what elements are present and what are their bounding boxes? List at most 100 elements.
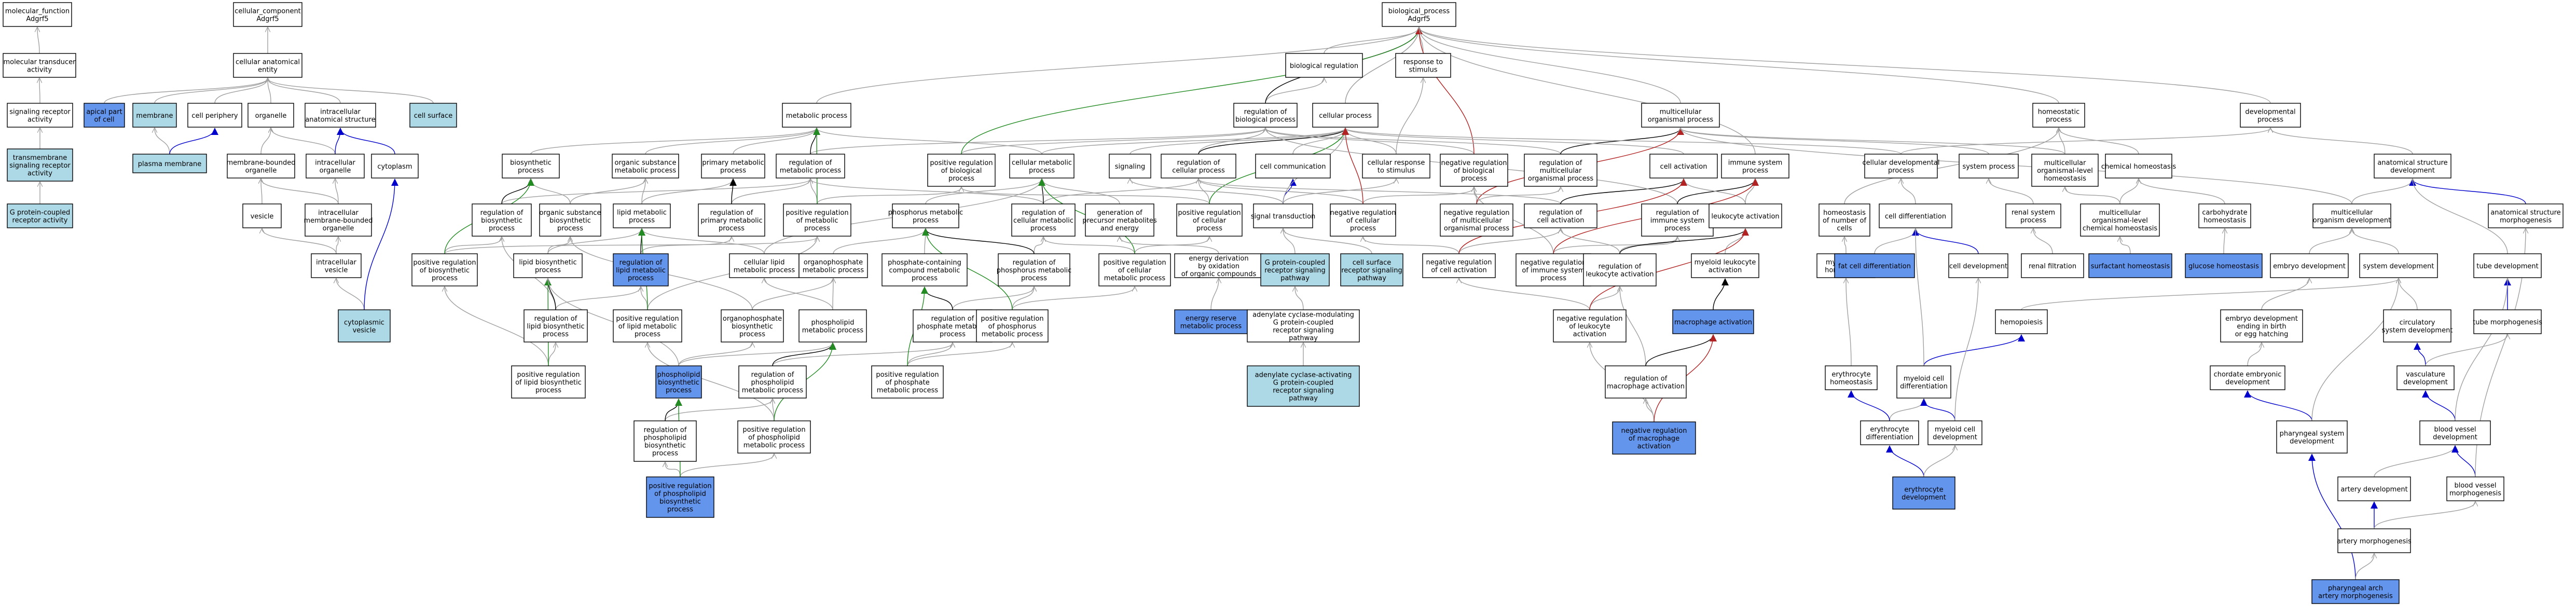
term-node-rplbp[interactable]: regulation ofphospholipidbiosyntheticpro… [633, 420, 697, 462]
term-node-la[interactable]: leukocyte activation [1709, 203, 1782, 228]
term-node-sysp[interactable]: system process [1959, 154, 2019, 179]
term-node-mem[interactable]: membrane [132, 103, 177, 128]
term-node-fcd[interactable]: fat cell differentiation [1834, 253, 1915, 278]
term-node-surf[interactable]: surfactant homeostasis [2088, 253, 2172, 278]
term-node-sysd[interactable]: system development [2359, 253, 2438, 278]
term-node-ad[interactable]: artery development [2337, 476, 2411, 501]
term-node-cdiff[interactable]: cell differentiation [1879, 203, 1952, 228]
term-node-am[interactable]: artery morphogenesis [2337, 528, 2412, 553]
term-node-mp[interactable]: metabolic process [782, 103, 851, 128]
term-node-ves[interactable]: vesicle [242, 203, 282, 228]
term-node-sig[interactable]: signaling [1109, 154, 1151, 179]
term-node-emb[interactable]: embryo development [2270, 253, 2349, 278]
term-node-macact[interactable]: macrophage activation [1672, 309, 1754, 334]
term-node-breg[interactable]: biological regulation [1285, 53, 1363, 78]
term-node-org[interactable]: organelle [247, 103, 294, 128]
term-node-st[interactable]: signal transduction [1251, 203, 1316, 228]
term-node-ccom[interactable]: cell communication [1255, 154, 1331, 179]
term-node-cdev[interactable]: cell development [1948, 253, 2008, 278]
term-node-cp[interactable]: cellular process [1312, 103, 1379, 128]
term-node-td[interactable]: tube development [2473, 253, 2542, 278]
term-node-hemo[interactable]: hemopoiesis [1995, 309, 2048, 334]
term-node-pm[interactable]: plasma membrane [132, 154, 207, 173]
term-node-glu[interactable]: glucose homeostasis [2185, 253, 2263, 278]
term-node-csurf[interactable]: cell surface [409, 103, 457, 128]
